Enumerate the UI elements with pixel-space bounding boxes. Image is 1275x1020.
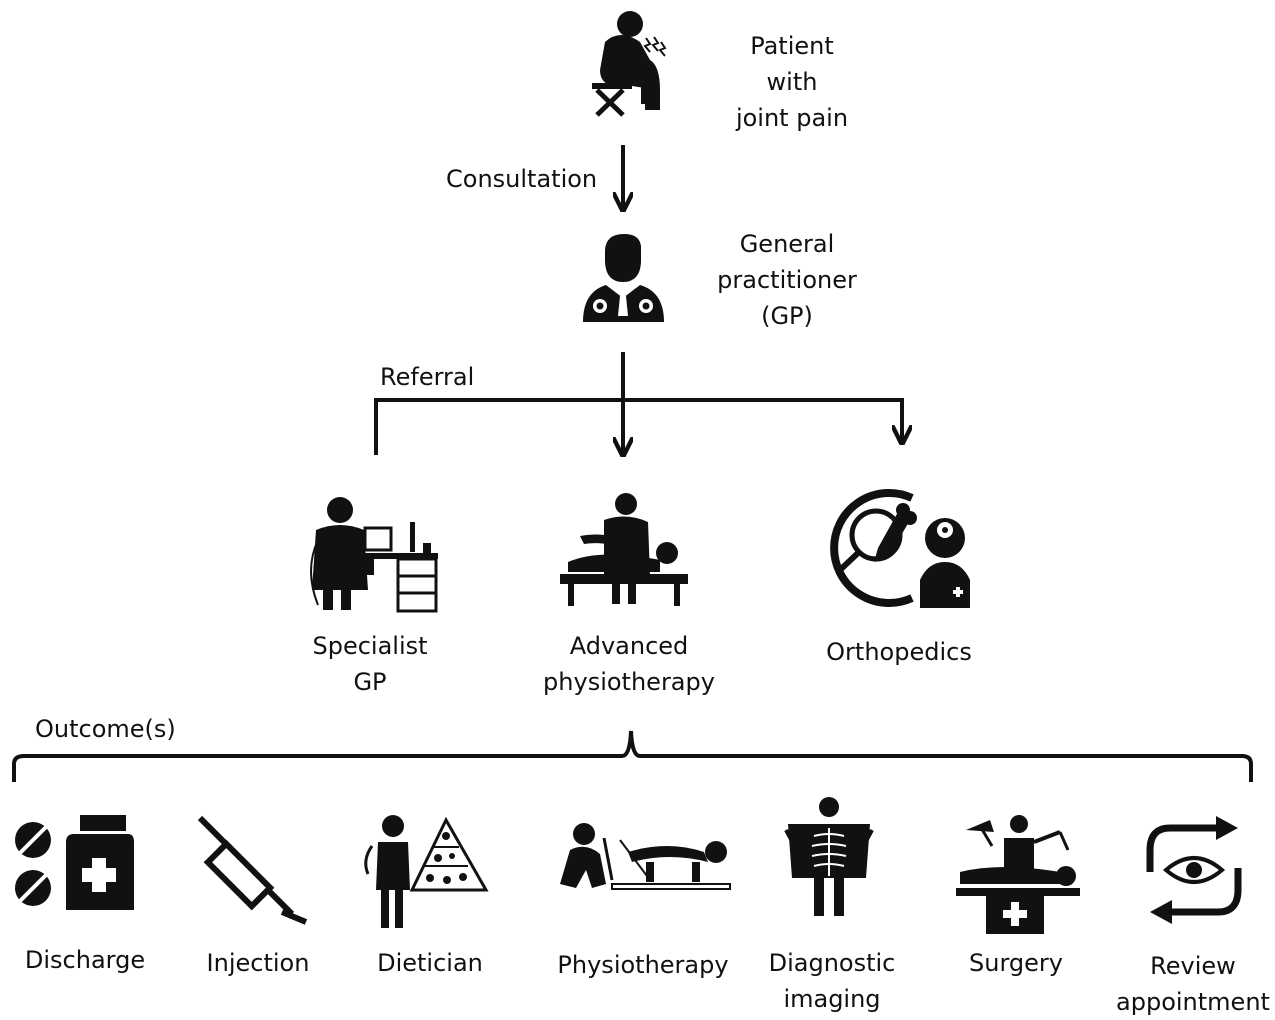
outcome-diagnostic-imaging-label-line1: Diagnostic <box>768 949 896 977</box>
gp-label-line3: (GP) <box>761 302 813 330</box>
patient-knee-pain-icon <box>592 11 667 117</box>
orthopedic-doctor-bone-icon <box>830 489 970 608</box>
outcome-injection-label: Injection <box>206 949 310 977</box>
outcome-discharge-label: Discharge <box>24 946 146 974</box>
gp-label-line2: practitioner <box>717 266 857 294</box>
eye-cycle-arrows-icon <box>1146 816 1242 924</box>
outcome-diagnostic-imaging-label-line2: imaging <box>783 985 881 1013</box>
outcome-diagnostic-imaging-label: Diagnostic imaging <box>762 945 902 1017</box>
referral-connector <box>374 352 902 455</box>
doctor-at-desk-icon <box>310 497 438 613</box>
advanced-physio-label-line1: Advanced <box>569 632 689 660</box>
xray-icon <box>784 797 874 916</box>
syringe-icon <box>197 815 308 925</box>
outcome-physiotherapy-label: Physiotherapy <box>557 951 729 979</box>
doctor-stethoscope-icon <box>583 234 664 322</box>
specialist-gp-label-line1: Specialist <box>312 632 428 660</box>
outcome-review-label-line1: Review <box>1150 952 1236 980</box>
outcome-review-label-line2: appointment <box>1116 988 1270 1016</box>
orthopedics-label: Orthopedics <box>816 634 982 670</box>
outcomes-label: Outcome(s) <box>35 715 176 743</box>
medicine-bottle-pills-icon <box>15 815 134 910</box>
surgery-table-icon <box>956 815 1080 934</box>
gp-label: General practitioner (GP) <box>712 226 862 334</box>
patient-label-line1: Patient <box>750 32 834 60</box>
patient-label-line3: joint pain <box>735 104 849 132</box>
outcome-surgery-label: Surgery <box>969 949 1063 977</box>
advanced-physio-label-line2: physiotherapy <box>543 668 715 696</box>
referral-label: Referral <box>380 363 475 391</box>
massage-table-icon <box>560 493 688 606</box>
outcome-review-appointment-label: Review appointment <box>1112 948 1274 1020</box>
outcome-dietician-label: Dietician <box>377 949 483 977</box>
patient-label: Patient with joint pain <box>730 28 854 136</box>
patient-label-line2: with <box>766 68 818 96</box>
gp-label-line1: General <box>739 230 835 258</box>
exercise-therapy-icon <box>560 823 731 890</box>
food-pyramid-icon <box>364 815 489 928</box>
consultation-label: Consultation <box>446 165 598 193</box>
advanced-physio-label: Advanced physiotherapy <box>534 628 724 700</box>
orthopedics-label-line1: Orthopedics <box>826 638 972 666</box>
specialist-gp-label: Specialist GP <box>300 628 440 700</box>
outcomes-brace <box>12 730 1253 782</box>
specialist-gp-label-line2: GP <box>353 668 387 696</box>
